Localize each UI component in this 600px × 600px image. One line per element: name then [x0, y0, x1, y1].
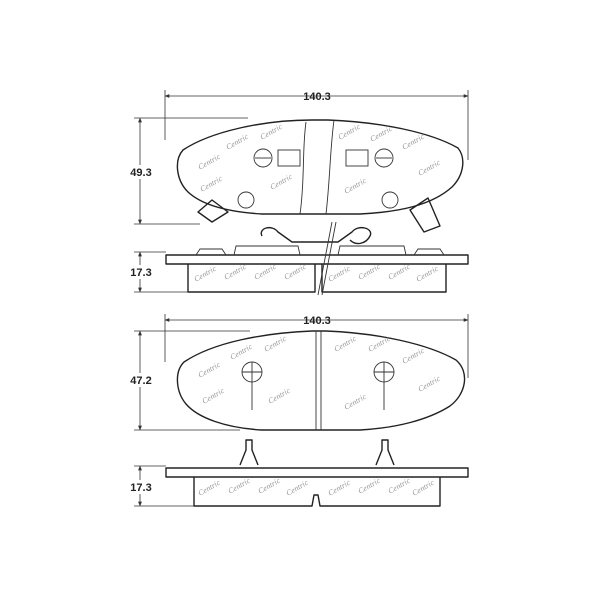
bottom-pad-face-view: 140.3 47.2 Centric Centric Centric Centr… [124, 314, 469, 431]
top-pad-slot-right [345, 149, 369, 167]
svg-text:Centric: Centric [417, 158, 443, 178]
top-pad-watermark: Centric Centric Centric Centric Centric … [197, 122, 443, 196]
svg-text:Centric: Centric [229, 342, 255, 362]
top-pad-edge-tab-right [413, 248, 445, 256]
svg-text:Centric: Centric [337, 122, 363, 142]
svg-text:Centric: Centric [263, 334, 289, 354]
top-pad-rivet-right-lower [381, 191, 399, 209]
svg-text:Centric: Centric [201, 386, 227, 406]
bottom-pad-clip-post-right [375, 439, 395, 466]
bottom-pad-edge-view: 17.3 Centric Centric Centric Centric Cen… [124, 465, 469, 507]
top-thickness-label: 17.3 [130, 267, 151, 279]
svg-text:Centric: Centric [285, 478, 311, 498]
top-pad-slot-left [277, 149, 301, 167]
top-pad-left-tab [197, 199, 229, 223]
svg-text:Centric: Centric [253, 262, 279, 282]
top-pad-outline [176, 119, 464, 215]
svg-text:Centric: Centric [257, 476, 283, 496]
svg-text:Centric: Centric [223, 262, 249, 282]
svg-text:Centric: Centric [193, 264, 219, 284]
svg-text:Centric: Centric [197, 360, 223, 380]
svg-text:Centric: Centric [343, 176, 369, 196]
top-pad-break-right [325, 119, 335, 215]
svg-text:Centric: Centric [411, 478, 437, 498]
svg-text:Centric: Centric [197, 152, 223, 172]
bottom-width-label: 140.3 [303, 315, 331, 327]
svg-text:Centric: Centric [283, 262, 309, 282]
bottom-height-label: 47.2 [130, 375, 151, 387]
svg-text:Centric: Centric [227, 476, 253, 496]
top-pad-edge-clip-right [337, 245, 407, 256]
top-height-label: 49.3 [130, 167, 151, 179]
bottom-pad-clip-post-left [239, 439, 259, 466]
top-pad-edge-tab-left [195, 248, 227, 256]
svg-text:Centric: Centric [199, 174, 225, 194]
top-pad-right-tab [409, 197, 441, 233]
svg-text:Centric: Centric [417, 374, 443, 394]
svg-text:Centric: Centric [357, 262, 383, 282]
svg-text:Centric: Centric [225, 132, 251, 152]
top-thickness-label-bg [124, 265, 158, 279]
top-pad-edge-view: 17.3 Centric Centric Centric Centric Cen… [124, 221, 469, 296]
svg-text:Centric: Centric [327, 264, 353, 284]
svg-text:Centric: Centric [387, 476, 413, 496]
svg-text:Centric: Centric [269, 172, 295, 192]
svg-text:Centric: Centric [387, 262, 413, 282]
top-width-label: 140.3 [303, 91, 331, 103]
svg-text:Centric: Centric [333, 334, 359, 354]
top-pad-spring-clip [260, 226, 372, 245]
svg-text:Centric: Centric [267, 386, 293, 406]
top-pad-face-view: 140.3 49.3 Centric Centric Centric Centr… [124, 90, 469, 233]
bottom-thickness-label-bg [124, 480, 158, 494]
svg-text:Centric: Centric [369, 124, 395, 144]
top-pad-rivet-left-lower [237, 191, 255, 209]
top-edge-watermark: Centric Centric Centric Centric Centric … [193, 262, 441, 284]
svg-text:Centric: Centric [343, 392, 369, 412]
bottom-pad-backing-plate [165, 467, 469, 478]
top-pad-friction-right [321, 264, 447, 293]
top-pad-break-left [299, 121, 307, 215]
bottom-height-label-bg [124, 373, 158, 387]
svg-text:Centric: Centric [401, 346, 427, 366]
bottom-thickness-label: 17.3 [130, 482, 151, 494]
svg-text:Centric: Centric [415, 264, 441, 284]
svg-text:Centric: Centric [327, 478, 353, 498]
bottom-pad-outline [176, 330, 466, 431]
top-pad-rivet-left-upper [253, 148, 273, 168]
svg-text:Centric: Centric [357, 476, 383, 496]
bottom-pad-watermark: Centric Centric Centric Centric Centric … [197, 334, 443, 412]
svg-text:Centric: Centric [401, 132, 427, 152]
top-pad-backing-plate [165, 254, 469, 265]
top-pad-edge-clip [233, 245, 301, 256]
svg-text:Centric: Centric [197, 478, 223, 498]
top-pad-edge-break-2 [321, 221, 337, 296]
svg-text:Centric: Centric [259, 122, 285, 142]
bottom-pad-friction-material [193, 477, 441, 507]
top-pad-edge-break-1 [317, 221, 333, 296]
top-pad-friction-left [187, 264, 316, 293]
top-height-label-bg [124, 165, 158, 179]
top-pad-rivet-right-upper [374, 148, 394, 168]
